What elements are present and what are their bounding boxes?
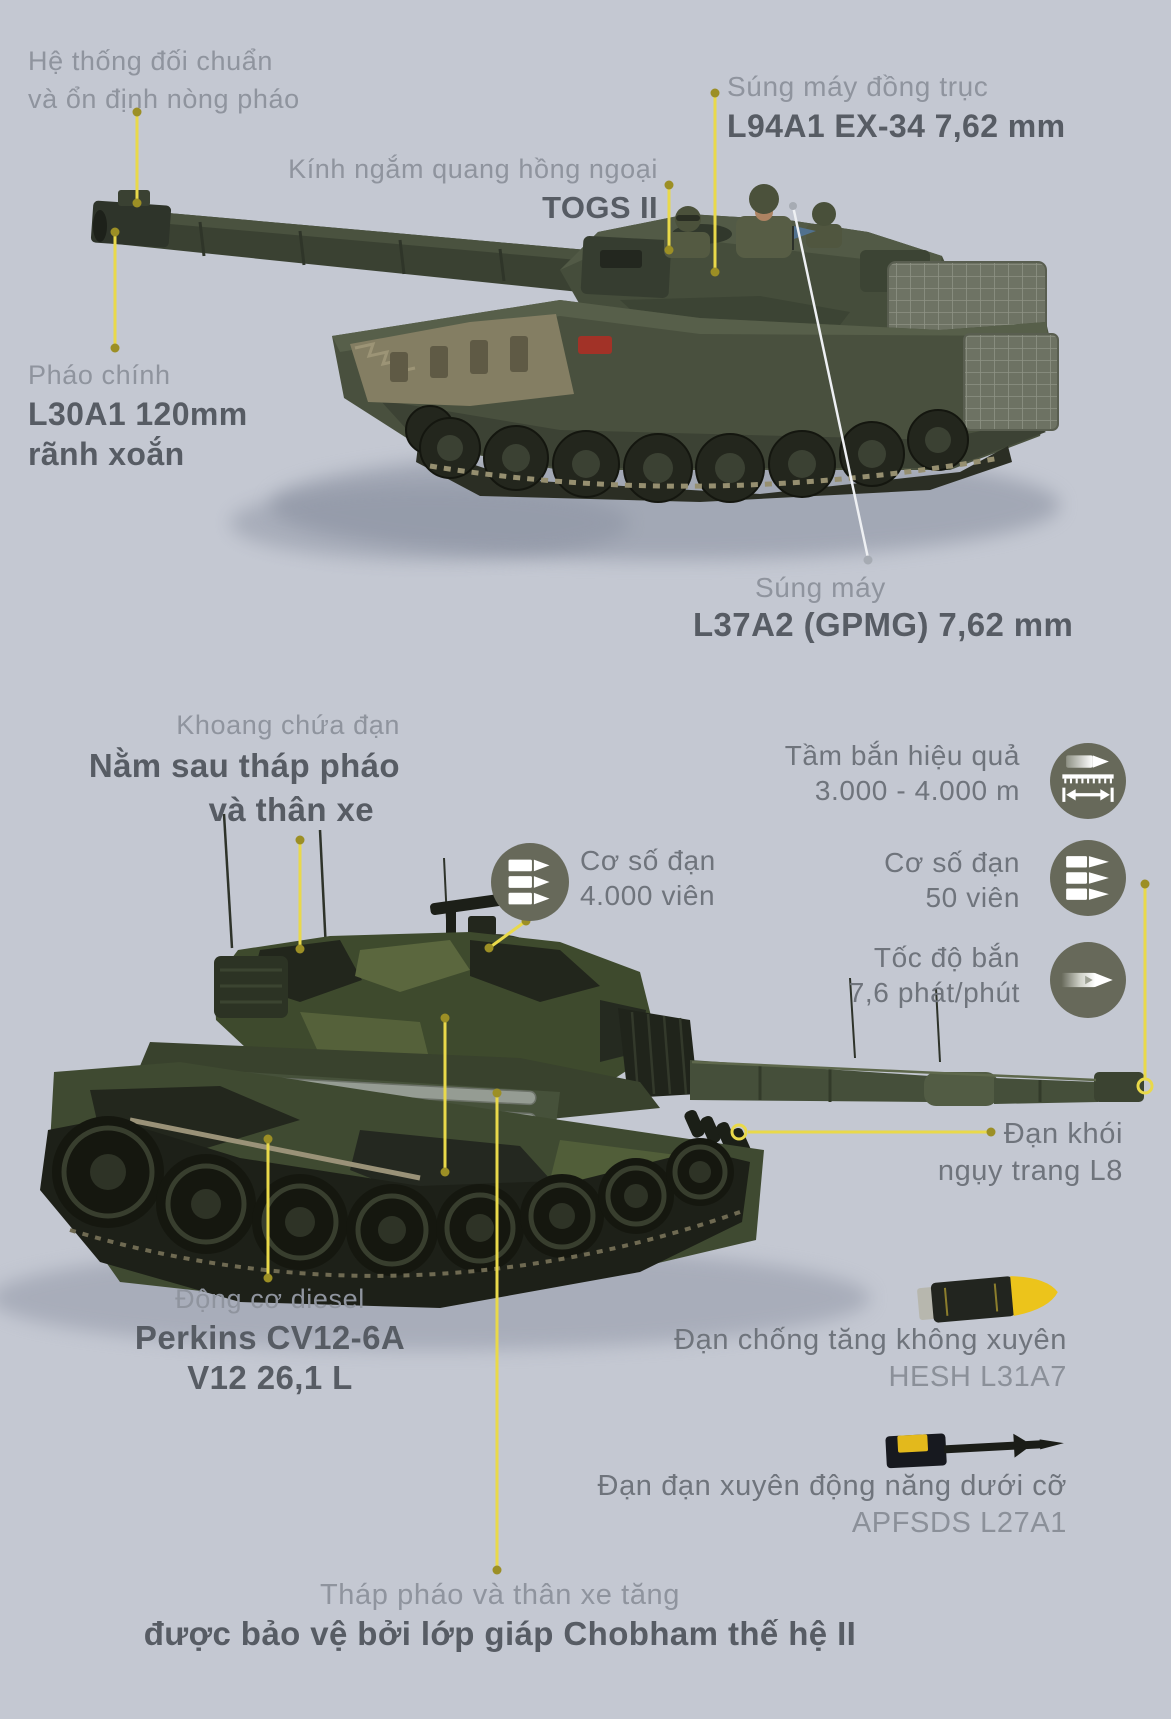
coax-mg-connector-line [710, 88, 720, 277]
main-gun-label: Pháo chính L30A1 120mm rãnh xoắn [28, 356, 248, 474]
stabilizer-label: Hệ thống đối chuẩn và ổn định nòng pháo [28, 42, 300, 118]
hesh-round-label-line1: Đạn chống tăng không xuyên [674, 1324, 1067, 1356]
apfsds-round-image [885, 1433, 1064, 1469]
main-gun-connector-line [110, 227, 120, 353]
bullet-range-icon [1062, 755, 1114, 802]
smoke-grenade-label: Đạn khói ngụy trang L8 [938, 1116, 1123, 1190]
stabilizer-connector-line [132, 107, 142, 208]
togs-connector-line [664, 180, 674, 255]
stabilizer-label-line2: và ổn định nòng pháo [28, 84, 300, 114]
hesh-round-label-line2: HESH L31A7 [888, 1361, 1067, 1393]
armor-label-line2: được bảo vệ bởi lớp giáp Chobham thế hệ … [143, 1615, 857, 1652]
effective-range-badge [1050, 743, 1126, 819]
coax-mg-label: Súng máy đồng trục L94A1 EX-34 7,62 mm [727, 68, 1065, 146]
main-ammo-stat: Cơ số đạn 50 viên [884, 845, 1020, 915]
muzzle-connector-line [1136, 879, 1154, 1095]
main-gun-label-title: Pháo chính [28, 360, 171, 390]
bullet-speed-icon [1061, 972, 1113, 988]
mg-ammo-stat: Cơ số đạn 4.000 viên [580, 843, 716, 913]
mg-ammo-label: Cơ số đạn [580, 845, 716, 876]
main-ammo-label: Cơ số đạn [884, 847, 1020, 878]
engine-connector-line [263, 1134, 273, 1283]
armor-hull-connector-line [492, 1088, 502, 1575]
main-ammo-badge [1050, 840, 1126, 916]
stabilizer-label-line1: Hệ thống đối chuẩn [28, 46, 273, 76]
coax-mg-label-value: L94A1 EX-34 7,62 mm [727, 108, 1066, 144]
crew-figures [664, 184, 842, 258]
roof-mg-label: Súng máy L37A2 (GPMG) 7,62 mm [693, 570, 1073, 645]
dozer-blade [350, 314, 574, 406]
effective-range-value: 3.000 - 4.000 m [814, 775, 1020, 806]
roof-mg-connector-line [789, 202, 873, 565]
tank-front-photo [90, 184, 1059, 503]
ammo-storage-connector-line [295, 835, 305, 954]
main-ammo-value: 50 viên [925, 882, 1020, 913]
rate-of-fire-value: 7,6 phát/phút [848, 977, 1020, 1008]
front-running-gear [405, 405, 1012, 503]
armor-turret-connector-line [440, 1013, 450, 1177]
mg-ammo-value: 4.000 viên [580, 880, 716, 911]
antennas [222, 813, 941, 1063]
ammo-storage-label-value1: Nằm sau tháp pháo [88, 747, 400, 784]
engine-label: Động cơ diesel Perkins CV12-6A V12 26,1 … [95, 1280, 445, 1398]
bullets-stack-icon [508, 859, 550, 905]
roof-mg-label-title: Súng máy [755, 572, 886, 603]
engine-label-title: Động cơ diesel [175, 1284, 365, 1314]
rear-running-gear [52, 1116, 741, 1278]
thermal-sight-label: Kính ngắm quang hồng ngoại TOGS II [288, 150, 658, 228]
smoke-grenade-label-line1: Đạn khói [1003, 1118, 1123, 1150]
thermal-sight-label-title: Kính ngắm quang hồng ngoại [288, 154, 658, 184]
main-gun-label-value2: rãnh xoắn [28, 436, 185, 472]
smoke-grenade-label-line2: ngụy trang L8 [937, 1155, 1123, 1187]
apfsds-round-label: Đạn đạn xuyên động năng dưới cỡ APFSDS L… [598, 1468, 1067, 1542]
effective-range-label: Tầm bắn hiệu quả [784, 740, 1020, 771]
ammo-storage-label-title: Khoang chứa đạn [176, 710, 400, 740]
hesh-round-label: Đạn chống tăng không xuyên HESH L31A7 [674, 1322, 1067, 1396]
apfsds-round-label-line1: Đạn đạn xuyên động năng dưới cỡ [597, 1470, 1067, 1502]
mg-ammo-badge [491, 843, 569, 921]
ammo-storage-label-value2: và thân xe [208, 791, 374, 828]
rate-of-fire-label: Tốc độ bắn [873, 942, 1020, 973]
ammo-storage-label: Khoang chứa đạn Nằm sau tháp pháo và thâ… [89, 706, 400, 832]
armor-label: Tháp pháo và thân xe tăng được bảo vệ bở… [75, 1576, 925, 1654]
engine-label-value2: V12 26,1 L [187, 1359, 353, 1396]
rear-view-main-gun [690, 1060, 1144, 1106]
rate-of-fire-badge [1050, 942, 1126, 1018]
armor-label-line1: Tháp pháo và thân xe tăng [319, 1579, 681, 1611]
shells-stack-icon [1066, 856, 1109, 900]
apfsds-round-label-line2: APFSDS L27A1 [851, 1507, 1067, 1539]
effective-range-stat: Tầm bắn hiệu quả 3.000 - 4.000 m [785, 738, 1020, 808]
engine-label-value1: Perkins CV12-6A [134, 1319, 406, 1356]
rate-of-fire-stat: Tốc độ bắn 7,6 phát/phút [849, 940, 1020, 1010]
tank-rear-photo [40, 813, 1144, 1308]
roof-mg-label-value: L37A2 (GPMG) 7,62 mm [693, 606, 1074, 643]
smoke-connector-line [730, 1123, 996, 1141]
hesh-round-image [917, 1276, 1058, 1323]
main-gun-label-value1: L30A1 120mm [28, 396, 248, 432]
thermal-sight-label-value: TOGS II [542, 190, 658, 225]
coax-mg-label-title: Súng máy đồng trục [727, 71, 989, 102]
